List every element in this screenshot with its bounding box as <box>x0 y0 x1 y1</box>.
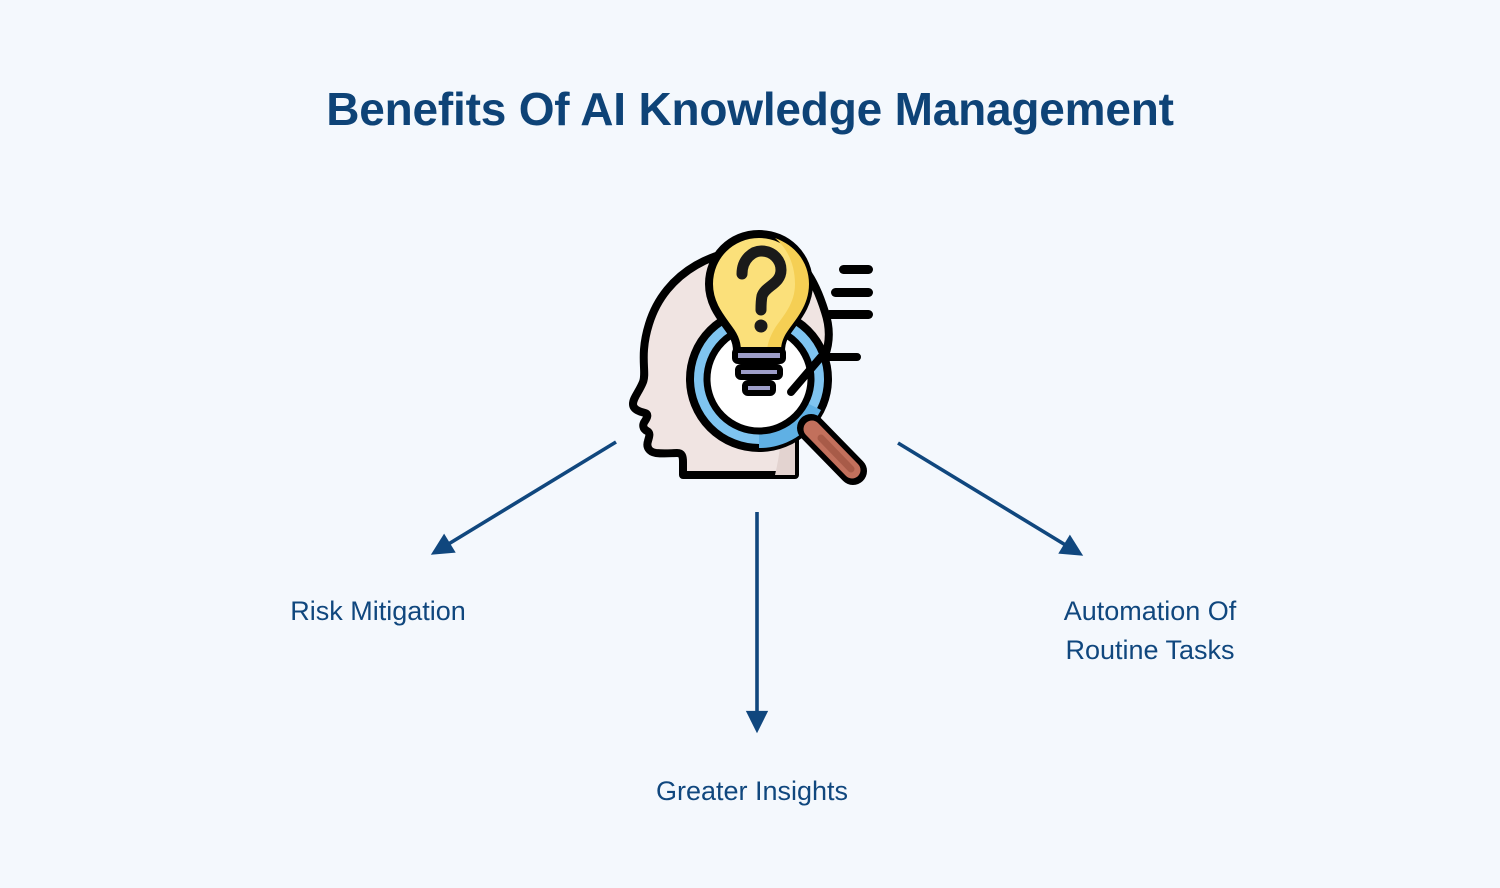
bulb-base-band <box>735 364 783 380</box>
benefit-label-greater-insights: Greater Insights <box>655 776 849 806</box>
question-mark-icon <box>736 245 787 333</box>
benefit-label-risk-mitigation: Risk Mitigation <box>290 596 466 626</box>
bulb-base-band <box>742 380 776 396</box>
arrow-to-risk-mitigation <box>430 440 617 555</box>
arrow-to-automation <box>897 441 1084 556</box>
magnifier-handle <box>797 414 867 485</box>
benefit-label-automation-of-routine-tasks: Automation Of Routine Tasks <box>1063 596 1237 666</box>
lightbulb-icon <box>705 230 813 396</box>
head-lightbulb-magnifier-icon <box>625 222 900 487</box>
knowledge-lines-icon <box>787 265 873 396</box>
page-title: Benefits Of AI Knowledge Management <box>326 83 1174 135</box>
bulb-base-band <box>732 347 786 364</box>
